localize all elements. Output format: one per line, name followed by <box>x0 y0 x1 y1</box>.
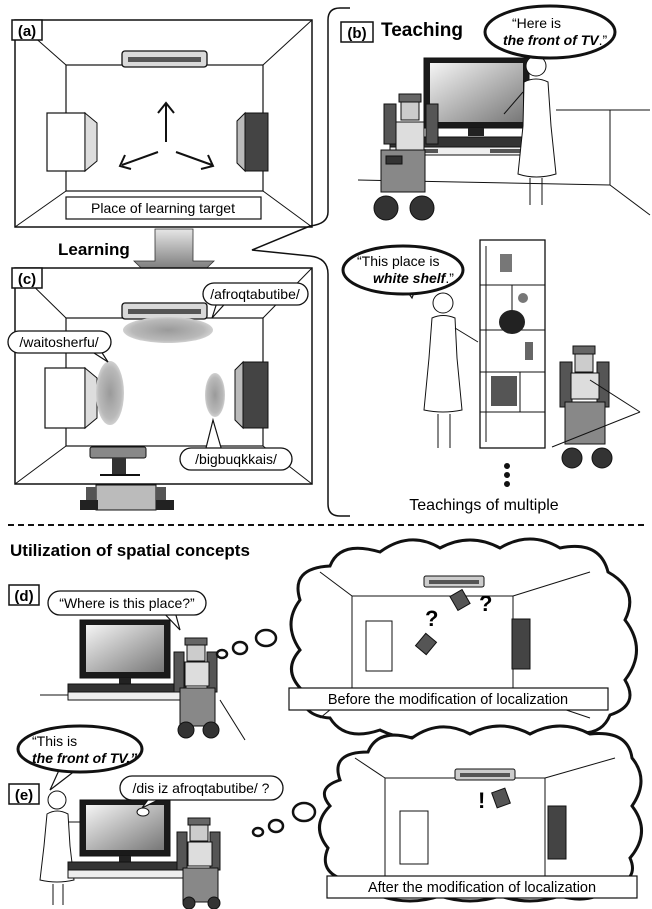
panel-b-title: Teaching <box>381 20 463 41</box>
question-mark: ? <box>479 591 492 616</box>
panel-d: (d) “Where is this place?” <box>8 537 638 741</box>
panel-a-tag: (a) <box>18 23 36 40</box>
learning-label: Learning <box>58 240 130 259</box>
speech-bubble-teaching-tv: “Here is the front of TV.” <box>483 4 617 60</box>
label-right-word: /bigbuqkkais/ <box>195 451 277 467</box>
label-bubble-left: /waitosherfu/ <box>7 330 112 363</box>
speech-bubble-robot: /dis iz afroqtabutibe/ ? <box>119 775 284 817</box>
speech-e-line2: the front of TV.” <box>32 750 137 766</box>
panel-d-caption: Before the modification of localization <box>328 692 568 708</box>
ellipsis-dots <box>504 463 510 487</box>
speech1-end: .” <box>599 32 608 48</box>
speech-bubble-teaching-shelf: “This place is white shelf.” <box>341 244 465 300</box>
panel-e-tag: (e) <box>15 787 33 804</box>
white-shelf-side-view <box>44 366 98 430</box>
panel-b-caption: Teachings of multiple <box>409 497 559 514</box>
position-distribution-tv <box>123 317 213 343</box>
robot <box>173 637 220 739</box>
woman <box>423 292 479 448</box>
panel-b: (b) Teaching <box>251 4 651 517</box>
robot-back-view <box>80 446 174 511</box>
panel-a-caption: Place of learning target <box>91 200 235 216</box>
exclamation-mark: ! <box>478 788 485 813</box>
robot-query: /dis iz afroqtabutibe/ ? <box>133 780 270 796</box>
panel-c: /afroqtabutibe/ /waitosherfu/ /bigbuqkka… <box>7 267 313 511</box>
tv-top-view <box>121 50 208 68</box>
speech-where: “Where is this place?” <box>59 595 195 611</box>
label-left-word: /waitosherfu/ <box>19 334 98 350</box>
panel-e: (e) “This is the front of TV.” /dis iz <box>8 724 643 909</box>
woman <box>39 790 88 905</box>
robot <box>559 345 613 469</box>
thought-dots <box>215 628 278 660</box>
label-bubble-right: /bigbuqkkais/ <box>179 417 293 471</box>
speech-e-line1: “This is <box>32 733 77 749</box>
panel-e-caption: After the modification of localization <box>368 880 596 896</box>
speech2-end: .” <box>445 270 454 286</box>
label-bubble-tv: /afroqtabutibe/ <box>202 282 309 319</box>
panel-c-tag: (c) <box>18 271 36 288</box>
bookshelf-side-view <box>234 360 269 430</box>
svg-text:white shelf.”: white shelf.” <box>373 270 454 286</box>
panel-b-tag: (b) <box>347 25 366 42</box>
thought-cloud: ! <box>318 724 643 903</box>
speech-bubble-where: “Where is this place?” <box>47 590 207 631</box>
position-distribution-left <box>96 361 124 425</box>
direction-arrows <box>118 101 215 170</box>
svg-text:the front of TV.”: the front of TV.” <box>503 32 608 48</box>
tv-with-stand <box>67 619 187 701</box>
speech2-line1: “This place is <box>357 253 439 269</box>
white-shelf-side-view <box>46 111 98 173</box>
tv-with-stand <box>389 57 541 156</box>
speech1-line1: “Here is <box>512 15 561 31</box>
speech1-emphasis: the front of TV <box>503 32 600 48</box>
robot-top-view <box>491 787 511 809</box>
tall-shelf <box>479 239 546 449</box>
thought-dots <box>251 801 317 838</box>
woman <box>503 55 557 205</box>
bookshelf-side-view <box>236 111 269 173</box>
tv-top-view <box>121 302 208 320</box>
robot <box>373 93 439 221</box>
robot-top-view <box>414 588 471 656</box>
section-title: Utilization of spatial concepts <box>10 541 250 560</box>
label-tv-word: /afroqtabutibe/ <box>210 286 300 302</box>
panel-a: Place of learning target (a) <box>11 19 313 228</box>
tv-with-stand <box>67 799 187 879</box>
position-distribution-right <box>205 373 225 417</box>
speech2-emphasis: white shelf <box>373 270 447 286</box>
robot <box>176 817 221 909</box>
speech-bubble-this-is: “This is the front of TV.” <box>16 724 144 791</box>
panel-d-tag: (d) <box>14 588 33 605</box>
question-mark: ? <box>425 606 438 631</box>
